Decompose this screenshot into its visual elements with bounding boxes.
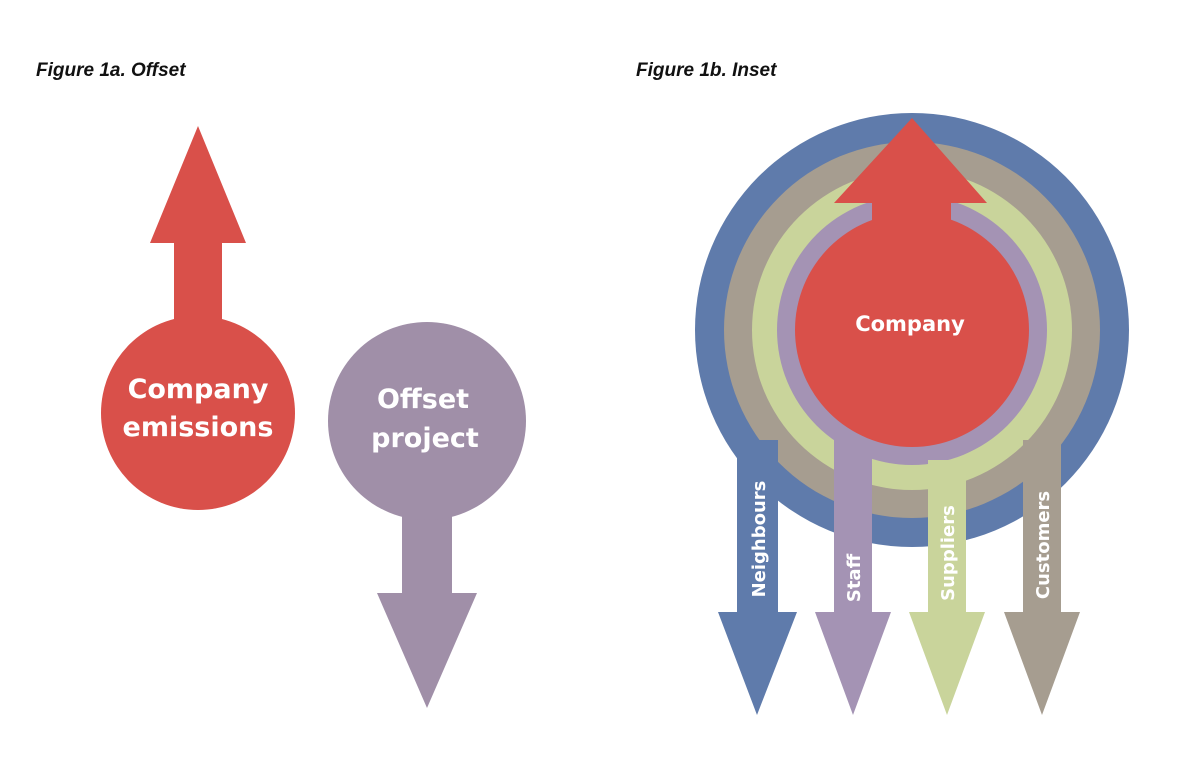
- offset-project-label-line1: Offset: [377, 384, 469, 415]
- emissions-up-arrow: [150, 126, 246, 330]
- neighbours-arrow: [718, 440, 797, 715]
- customers-label: Customers: [1033, 491, 1054, 599]
- company-circle: [795, 213, 1029, 447]
- company-up-arrow: [834, 118, 987, 240]
- offset-project-circle: [328, 322, 526, 520]
- staff-arrow: [815, 440, 891, 715]
- offset-project-label-line2: project: [371, 423, 479, 454]
- suppliers-label: Suppliers: [938, 505, 959, 601]
- company-emissions-label-line1: Company: [128, 374, 269, 405]
- company-label: Company: [855, 312, 965, 336]
- staff-label: Staff: [844, 553, 865, 602]
- suppliers-arrow: [909, 460, 985, 715]
- figure-1b-caption: Figure 1b. Inset: [636, 60, 777, 81]
- figure-1b-diagram: Company Neighbours Staff Suppliers Custo…: [695, 113, 1129, 715]
- figure-1a-diagram: Company emissions Offset project: [101, 126, 526, 708]
- figure-1a-caption: Figure 1a. Offset: [36, 60, 186, 81]
- company-emissions-circle: [101, 316, 295, 510]
- neighbours-label: Neighbours: [749, 481, 770, 598]
- offset-down-arrow: [377, 490, 477, 708]
- company-emissions-label-line2: emissions: [123, 412, 274, 443]
- customers-arrow: [1004, 440, 1080, 715]
